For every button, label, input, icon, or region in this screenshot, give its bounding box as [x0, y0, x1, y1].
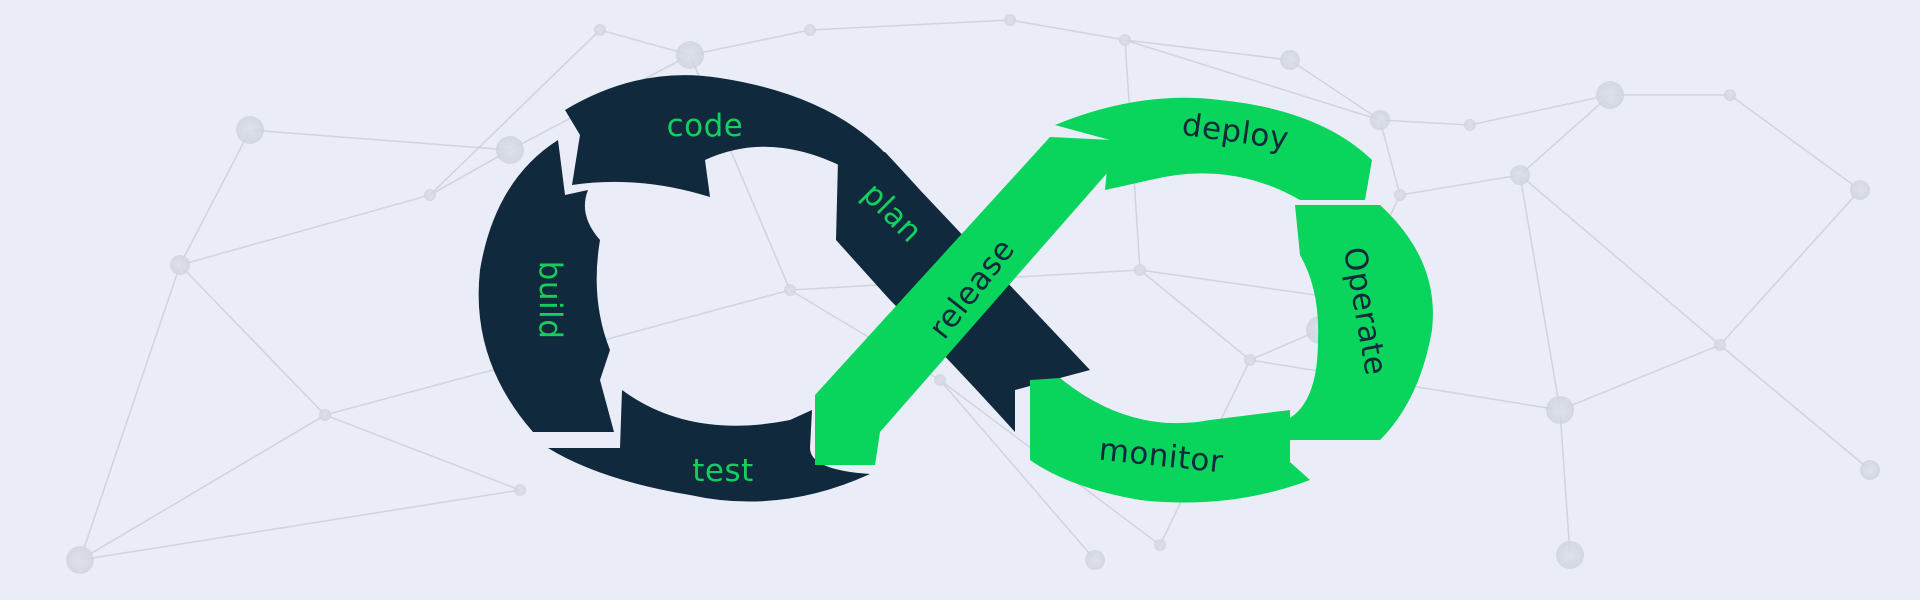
- network-node: [66, 546, 94, 574]
- network-edge: [179, 129, 251, 266]
- network-node: [1134, 264, 1146, 276]
- network-edge: [79, 489, 521, 561]
- network-edge: [1559, 344, 1721, 411]
- build-segment: [478, 140, 614, 432]
- network-node: [424, 189, 436, 201]
- operate-segment: [1290, 205, 1433, 440]
- network-node: [1724, 89, 1736, 101]
- network-node: [1510, 165, 1530, 185]
- stage-label-test: test: [692, 453, 754, 489]
- network-node: [1119, 34, 1131, 46]
- network-edge: [1729, 94, 1861, 191]
- network-edge: [599, 29, 691, 56]
- network-node: [1370, 110, 1390, 130]
- network-edge: [1519, 94, 1611, 176]
- network-edge: [1124, 39, 1381, 121]
- network-edge: [1289, 59, 1381, 121]
- stage-label-build: build: [532, 261, 568, 340]
- network-edge: [1009, 19, 1126, 41]
- network-edge: [689, 29, 811, 56]
- network-node: [784, 284, 796, 296]
- network-node: [236, 116, 264, 144]
- network-node: [934, 374, 946, 386]
- network-edge: [1379, 119, 1401, 196]
- network-edge: [1719, 344, 1871, 471]
- network-node: [170, 255, 190, 275]
- network-node: [1154, 539, 1166, 551]
- stage-label-code: code: [667, 108, 744, 144]
- network-edge: [1139, 269, 1251, 361]
- network-edge: [1124, 39, 1291, 61]
- network-node: [1714, 339, 1726, 351]
- network-edge: [79, 414, 326, 561]
- network-edge: [179, 194, 431, 266]
- network-edge: [79, 264, 181, 561]
- network-edge: [179, 264, 326, 416]
- network-edge: [324, 414, 521, 491]
- network-node: [514, 484, 526, 496]
- network-node: [1464, 119, 1476, 131]
- network-edge: [1469, 94, 1611, 126]
- network-edge: [249, 129, 511, 151]
- release-ribbon: [815, 137, 1112, 465]
- deploy-segment: [1055, 97, 1372, 200]
- network-node: [1850, 180, 1870, 200]
- monitor-segment: [1030, 378, 1310, 503]
- network-edge: [429, 29, 601, 196]
- network-edge: [429, 149, 511, 196]
- network-edge: [809, 19, 1011, 31]
- network-node: [496, 136, 524, 164]
- network-node: [676, 41, 704, 69]
- network-edge: [1519, 174, 1561, 411]
- infinity-loop-icon: code build test plan release deploy Oper…: [478, 75, 1433, 503]
- network-edge: [1559, 409, 1571, 556]
- network-edge: [1399, 174, 1521, 196]
- network-node: [1394, 189, 1406, 201]
- network-edge: [1719, 189, 1861, 346]
- network-node: [1085, 550, 1105, 570]
- network-node: [319, 409, 331, 421]
- network-node: [1546, 396, 1574, 424]
- network-node: [1860, 460, 1880, 480]
- network-node: [1004, 14, 1016, 26]
- test-segment: [548, 390, 870, 502]
- network-node: [594, 24, 606, 36]
- network-node: [1556, 541, 1584, 569]
- network-node: [1244, 354, 1256, 366]
- network-edge: [1519, 174, 1721, 346]
- network-node: [1596, 81, 1624, 109]
- network-edge: [1379, 119, 1471, 126]
- network-edge: [939, 379, 1096, 561]
- code-segment: [565, 75, 887, 197]
- network-node: [804, 24, 816, 36]
- network-node: [1280, 50, 1300, 70]
